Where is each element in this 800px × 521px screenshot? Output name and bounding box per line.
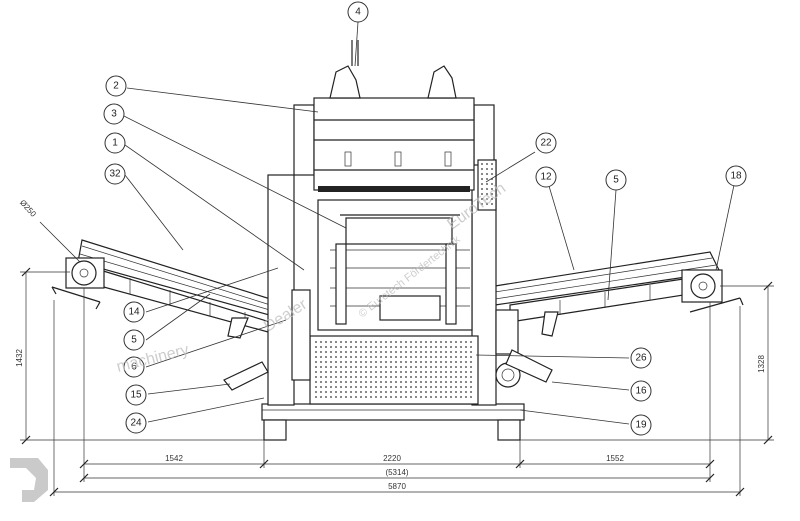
balloon-1-label: 1 <box>112 138 118 149</box>
balloon-18-label: 18 <box>730 171 742 182</box>
balloon-18: 18 <box>725 165 747 187</box>
balloon-2: 2 <box>105 75 127 97</box>
dim-left-conveyor: 1542 <box>165 454 183 463</box>
balloon-4: 4 <box>347 1 369 23</box>
balloon-24-label: 24 <box>130 418 142 429</box>
part-balloons: 4 2 3 1 32 22 12 5 18 14 5 6 15 24 26 16… <box>103 1 747 436</box>
balloon-26-label: 26 <box>635 353 647 364</box>
balloon-19: 19 <box>630 414 652 436</box>
balloon-6: 6 <box>123 356 145 378</box>
balloon-32: 32 <box>104 163 126 185</box>
balloon-5-right-label: 5 <box>613 175 619 186</box>
balloon-24: 24 <box>125 412 147 434</box>
leader-lines <box>39 21 735 425</box>
balloon-12: 12 <box>535 166 557 188</box>
balloon-3-label: 3 <box>111 109 117 120</box>
balloon-14-label: 14 <box>128 307 140 318</box>
dim-total-ref: (5314) <box>385 468 408 477</box>
dim-height-right: 1328 <box>757 355 766 373</box>
dimension-lines <box>20 267 774 497</box>
balloon-6-label: 6 <box>131 362 137 373</box>
balloon-22: 22 <box>535 132 557 154</box>
balloon-19-label: 19 <box>635 420 647 431</box>
dim-diameter: Ø250 <box>18 198 38 219</box>
balloon-12-label: 12 <box>540 172 552 183</box>
balloon-14: 14 <box>123 301 145 323</box>
perforated-panel <box>315 341 472 398</box>
watermark-logo <box>10 458 48 502</box>
balloon-2-label: 2 <box>113 81 119 92</box>
balloon-16-label: 16 <box>635 386 647 397</box>
balloon-15-label: 15 <box>130 390 142 401</box>
balloon-5-right: 5 <box>605 169 627 191</box>
dim-right-conveyor: 1552 <box>606 454 624 463</box>
balloon-1: 1 <box>104 132 126 154</box>
main-frame <box>223 40 553 441</box>
balloon-3: 3 <box>103 103 125 125</box>
balloon-22-label: 22 <box>540 138 552 149</box>
balloon-26: 26 <box>630 347 652 369</box>
right-conveyor <box>494 251 744 337</box>
left-conveyor <box>51 239 281 339</box>
balloon-5-left-label: 5 <box>131 335 137 346</box>
dim-height-left: 1432 <box>15 349 24 367</box>
balloon-5-left: 5 <box>123 329 145 351</box>
balloon-4-label: 4 <box>355 7 361 18</box>
balloon-15: 15 <box>125 384 147 406</box>
balloon-16: 16 <box>630 380 652 402</box>
dim-overall: 5870 <box>388 482 406 491</box>
dim-center: 2220 <box>383 454 401 463</box>
balloon-32-label: 32 <box>109 169 121 180</box>
